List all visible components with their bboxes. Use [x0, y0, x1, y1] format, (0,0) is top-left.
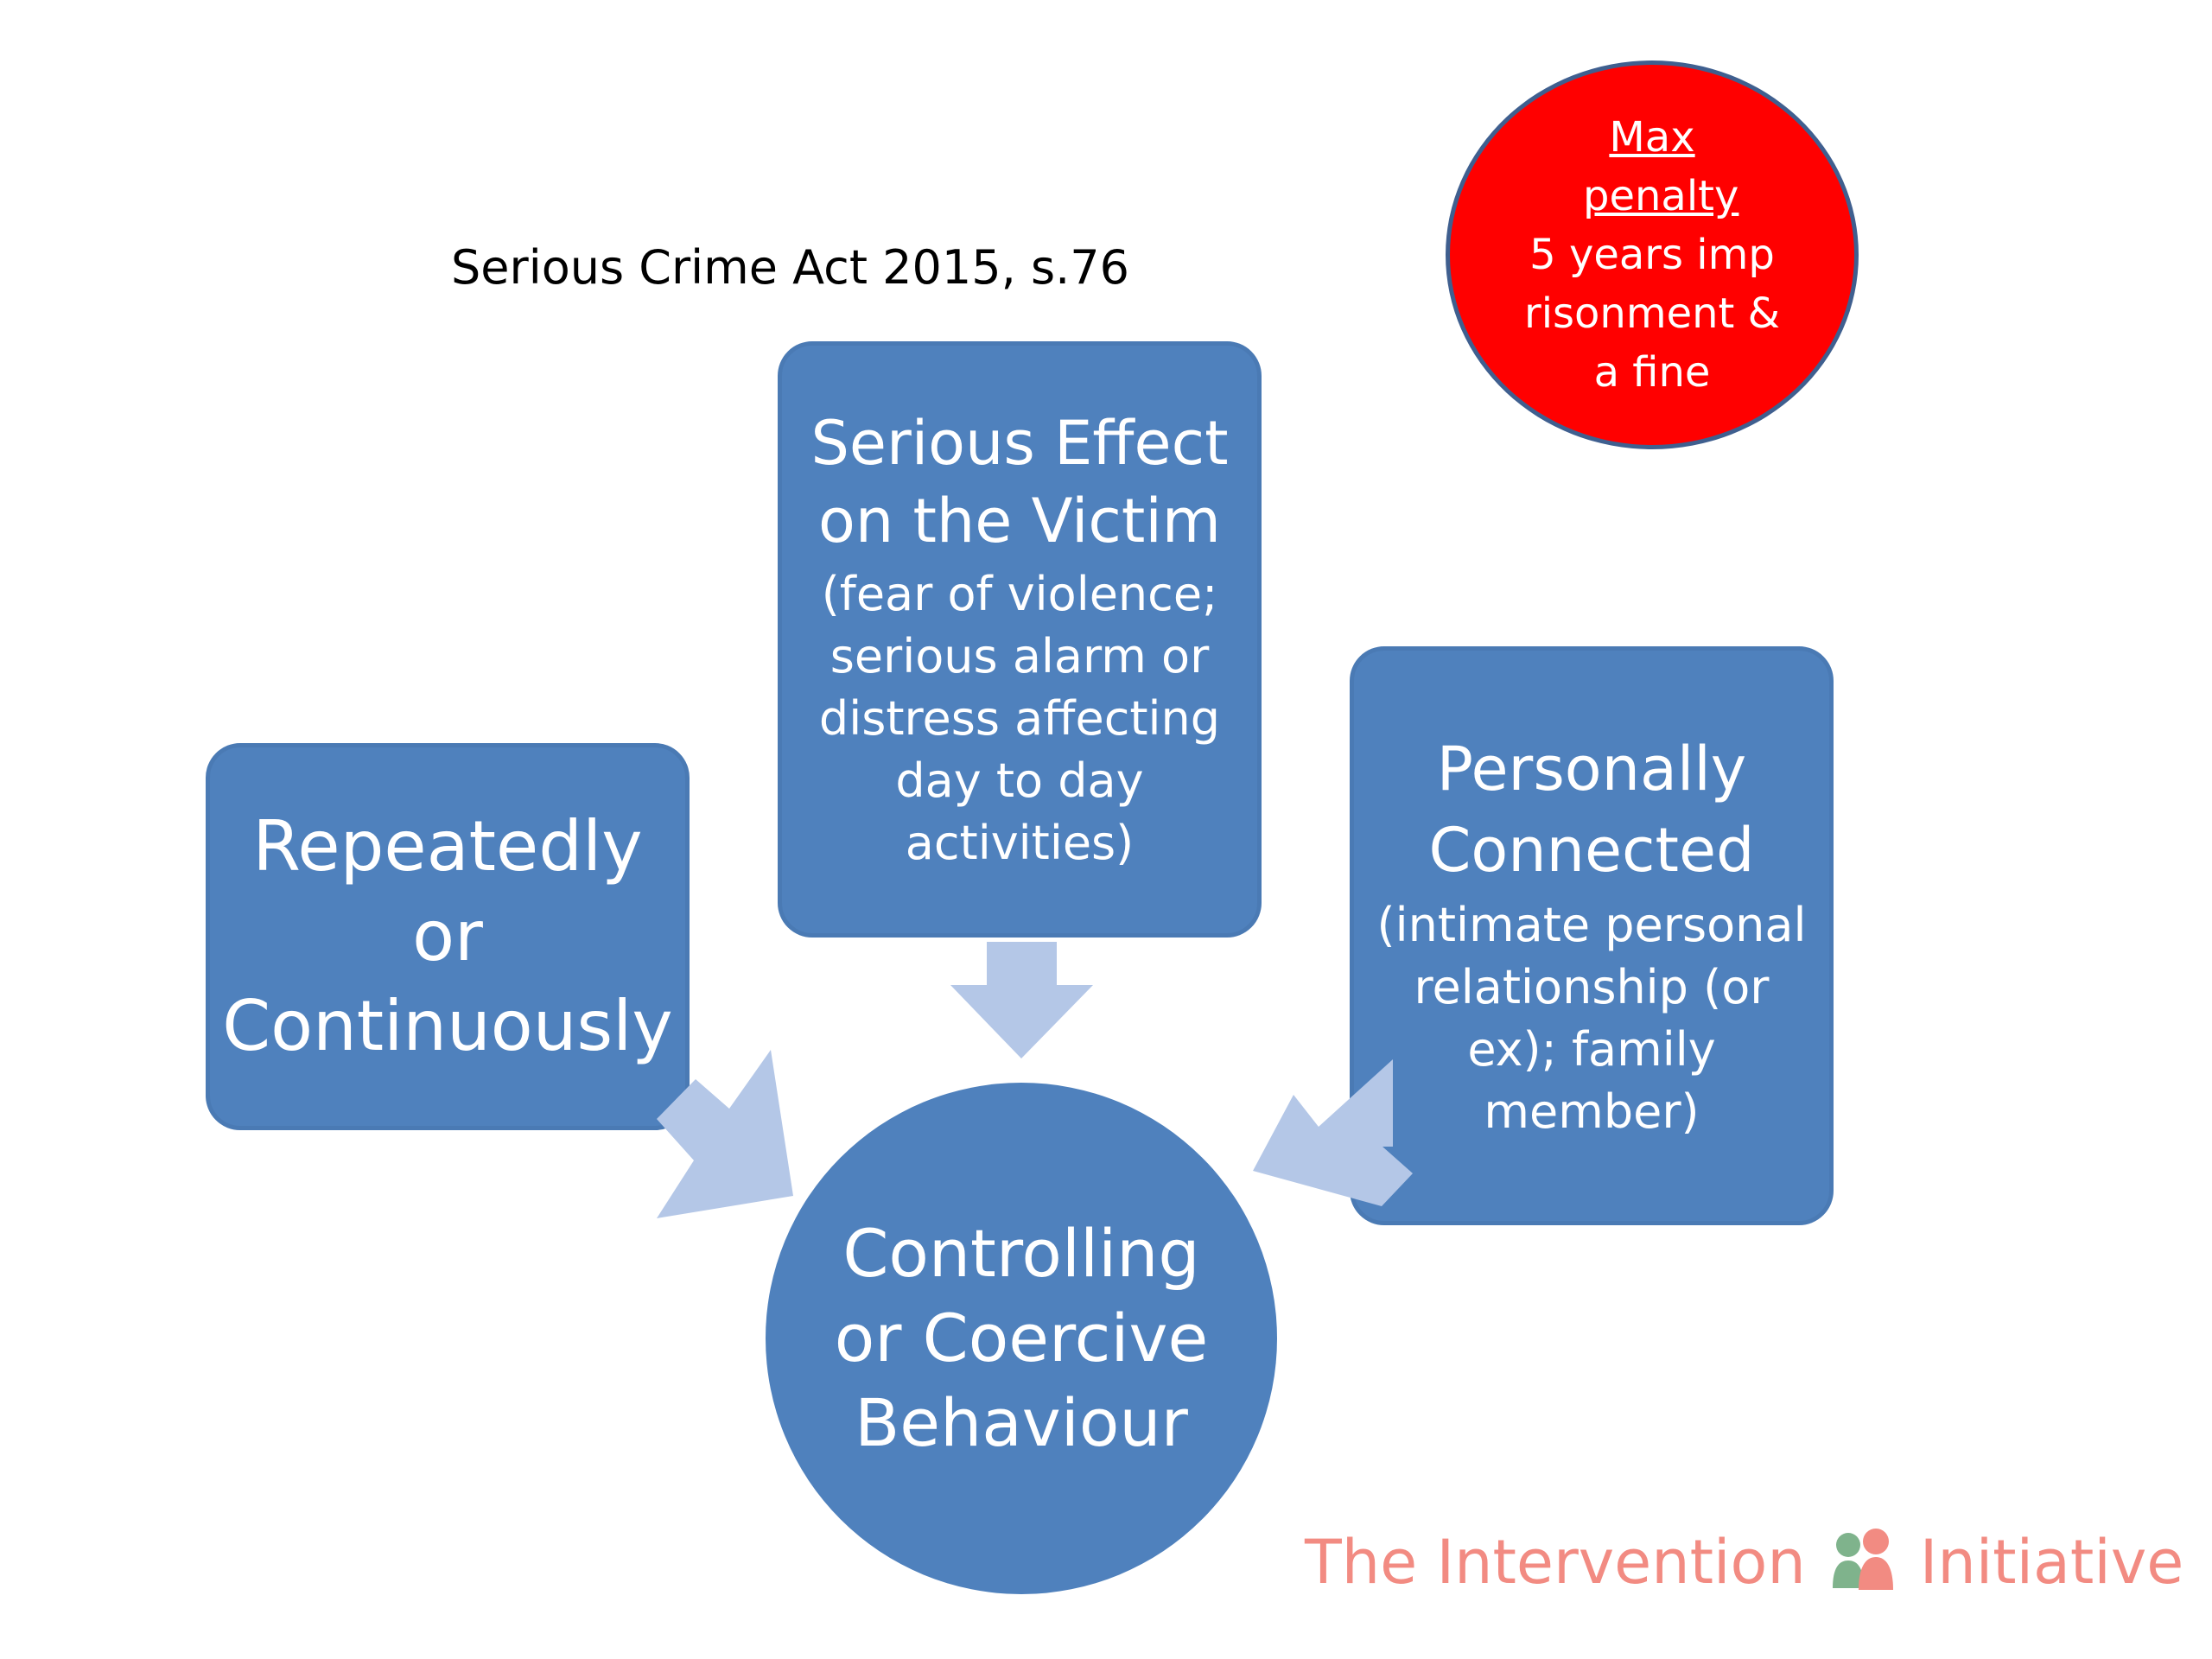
diagram-title: Serious Crime Act 2015, s.76 [451, 240, 1129, 295]
two-people-icon [1832, 1529, 1893, 1590]
personally-connected-node: Personally Connected (intimate personal … [1350, 646, 1834, 1225]
serious-effect-node: Serious Effect on the Victim (fear of vi… [778, 341, 1262, 938]
personally-connected-detail: (intimate personal relationship (or ex);… [1376, 898, 1807, 1139]
controlling-or-coercive-behaviour-node: Controlling or Coercive Behaviour [766, 1083, 1277, 1594]
intervention-initiative-logo: The Intervention Initiative [1305, 1521, 2183, 1604]
repeatedly-or-continuously-label: Repeatedly or Continuously [222, 806, 673, 1066]
logo-text-right: Initiative [1919, 1527, 2184, 1598]
max-penalty-heading: Max penalty [1583, 113, 1739, 220]
serious-effect-detail: (fear of violence; serious alarm or dist… [818, 567, 1221, 870]
repeatedly-or-continuously-node: Repeatedly or Continuously [206, 743, 690, 1130]
serious-effect-label: Serious Effect on the Victim [810, 408, 1229, 556]
max-penalty-text: 5 years imprisonment & a fine [1523, 231, 1781, 397]
left-to-center-arrow-icon [657, 1050, 793, 1218]
controlling-or-coercive-behaviour-label: Controlling or Coercive Behaviour [834, 1215, 1209, 1461]
logo-text-left: The Intervention [1305, 1527, 1806, 1598]
down-arrow-icon [950, 942, 1093, 1058]
max-penalty-badge: Max penalty 5 years imprisonment & a fin… [1446, 60, 1859, 449]
right-to-center-arrow-icon [1253, 1059, 1413, 1206]
personally-connected-label: Personally Connected [1428, 734, 1755, 886]
